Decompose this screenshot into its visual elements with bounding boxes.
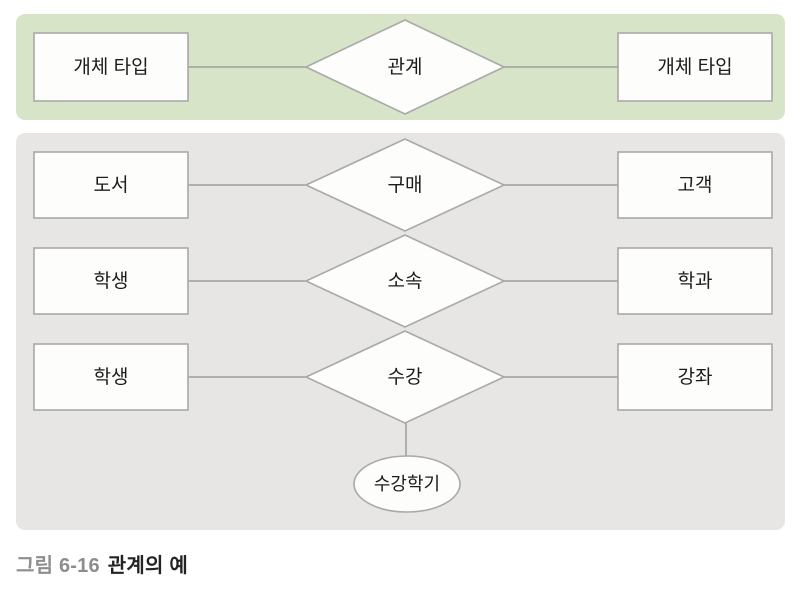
relationship-examples-panel — [16, 133, 785, 530]
figure-caption-title: 관계의 예 — [107, 555, 188, 577]
figure-caption: 그림 6-16 관계의 예 — [16, 549, 188, 578]
figure-caption-number: 그림 6-16 — [16, 555, 100, 577]
generic-relationship-panel — [16, 14, 785, 120]
